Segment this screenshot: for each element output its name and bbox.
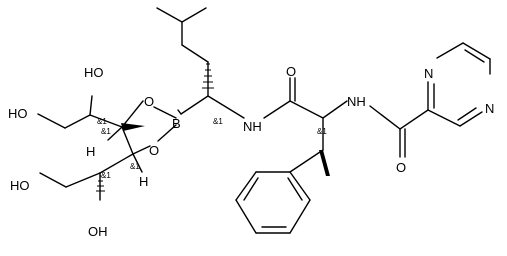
bond xyxy=(121,100,144,128)
bond xyxy=(180,95,209,115)
bond xyxy=(235,199,257,234)
atom-label-o-carbonyl-1: O xyxy=(286,64,296,79)
atom-labels: HO HO HO OH O O B NH O NH O N N H H xyxy=(8,64,494,239)
bond xyxy=(235,171,257,201)
bond xyxy=(64,114,91,129)
bond xyxy=(39,172,67,188)
bond xyxy=(289,199,311,234)
stereo-label: &1 xyxy=(97,117,107,126)
bond xyxy=(65,172,101,188)
atom-label-nh-amide: NH xyxy=(243,119,262,134)
atom-label-o-ring-upper: O xyxy=(144,94,154,109)
bond xyxy=(156,7,183,23)
atom-label-ho-lower: HO xyxy=(10,178,30,193)
stereo-label: &1 xyxy=(101,127,111,136)
atom-label-n-pyrazine-top: N xyxy=(424,66,433,81)
bond xyxy=(207,95,245,119)
bond xyxy=(399,109,429,130)
bond xyxy=(181,44,209,63)
bond xyxy=(289,171,311,201)
bond xyxy=(157,124,177,142)
atom-label-n-pyrazine-right: N xyxy=(485,101,494,116)
bond xyxy=(89,114,123,128)
wedge-bond xyxy=(319,150,330,176)
bond xyxy=(263,100,291,119)
bond xyxy=(427,109,461,127)
stereo-label: &1 xyxy=(317,127,327,136)
bond xyxy=(99,153,134,174)
bond xyxy=(464,49,485,63)
bond xyxy=(462,42,491,60)
bond xyxy=(457,107,477,121)
bond xyxy=(369,105,401,130)
bond xyxy=(287,177,303,201)
atom-label-h-upper: H xyxy=(86,144,95,159)
wedge-bond xyxy=(121,123,145,131)
bond xyxy=(132,153,143,173)
bond xyxy=(181,7,207,23)
atom-label-b: B xyxy=(172,116,181,131)
atom-label-o-ring-lower: O xyxy=(149,143,159,158)
atom-label-h-lower: H xyxy=(139,174,148,189)
bond xyxy=(322,100,348,119)
bond xyxy=(37,113,66,129)
bond xyxy=(436,42,464,59)
bond xyxy=(289,100,324,119)
hash-bonds xyxy=(96,63,214,192)
atom-label-oh-top: HO xyxy=(84,65,104,80)
wedge-bonds xyxy=(121,123,330,176)
bond xyxy=(289,149,324,173)
bond xyxy=(132,145,151,155)
atom-label-nh-2: NH xyxy=(347,94,366,109)
atom-label-o-carbonyl-2: O xyxy=(396,160,406,175)
bonds xyxy=(37,7,491,234)
stereo-labels: &1 &1 &1 &1 &1 &1 xyxy=(97,117,327,180)
bond xyxy=(177,109,182,115)
stereo-label: &1 xyxy=(213,117,223,126)
bond xyxy=(459,111,483,127)
bond xyxy=(89,95,93,116)
atom-label-oh-lower: OH xyxy=(88,224,108,239)
stereo-label: &1 xyxy=(130,162,140,171)
bond xyxy=(243,177,259,201)
bond xyxy=(107,126,123,141)
atom-label-ho-left: HO xyxy=(8,106,28,121)
stereo-label: &1 xyxy=(101,171,111,180)
bond xyxy=(153,106,177,119)
bond xyxy=(121,126,134,155)
